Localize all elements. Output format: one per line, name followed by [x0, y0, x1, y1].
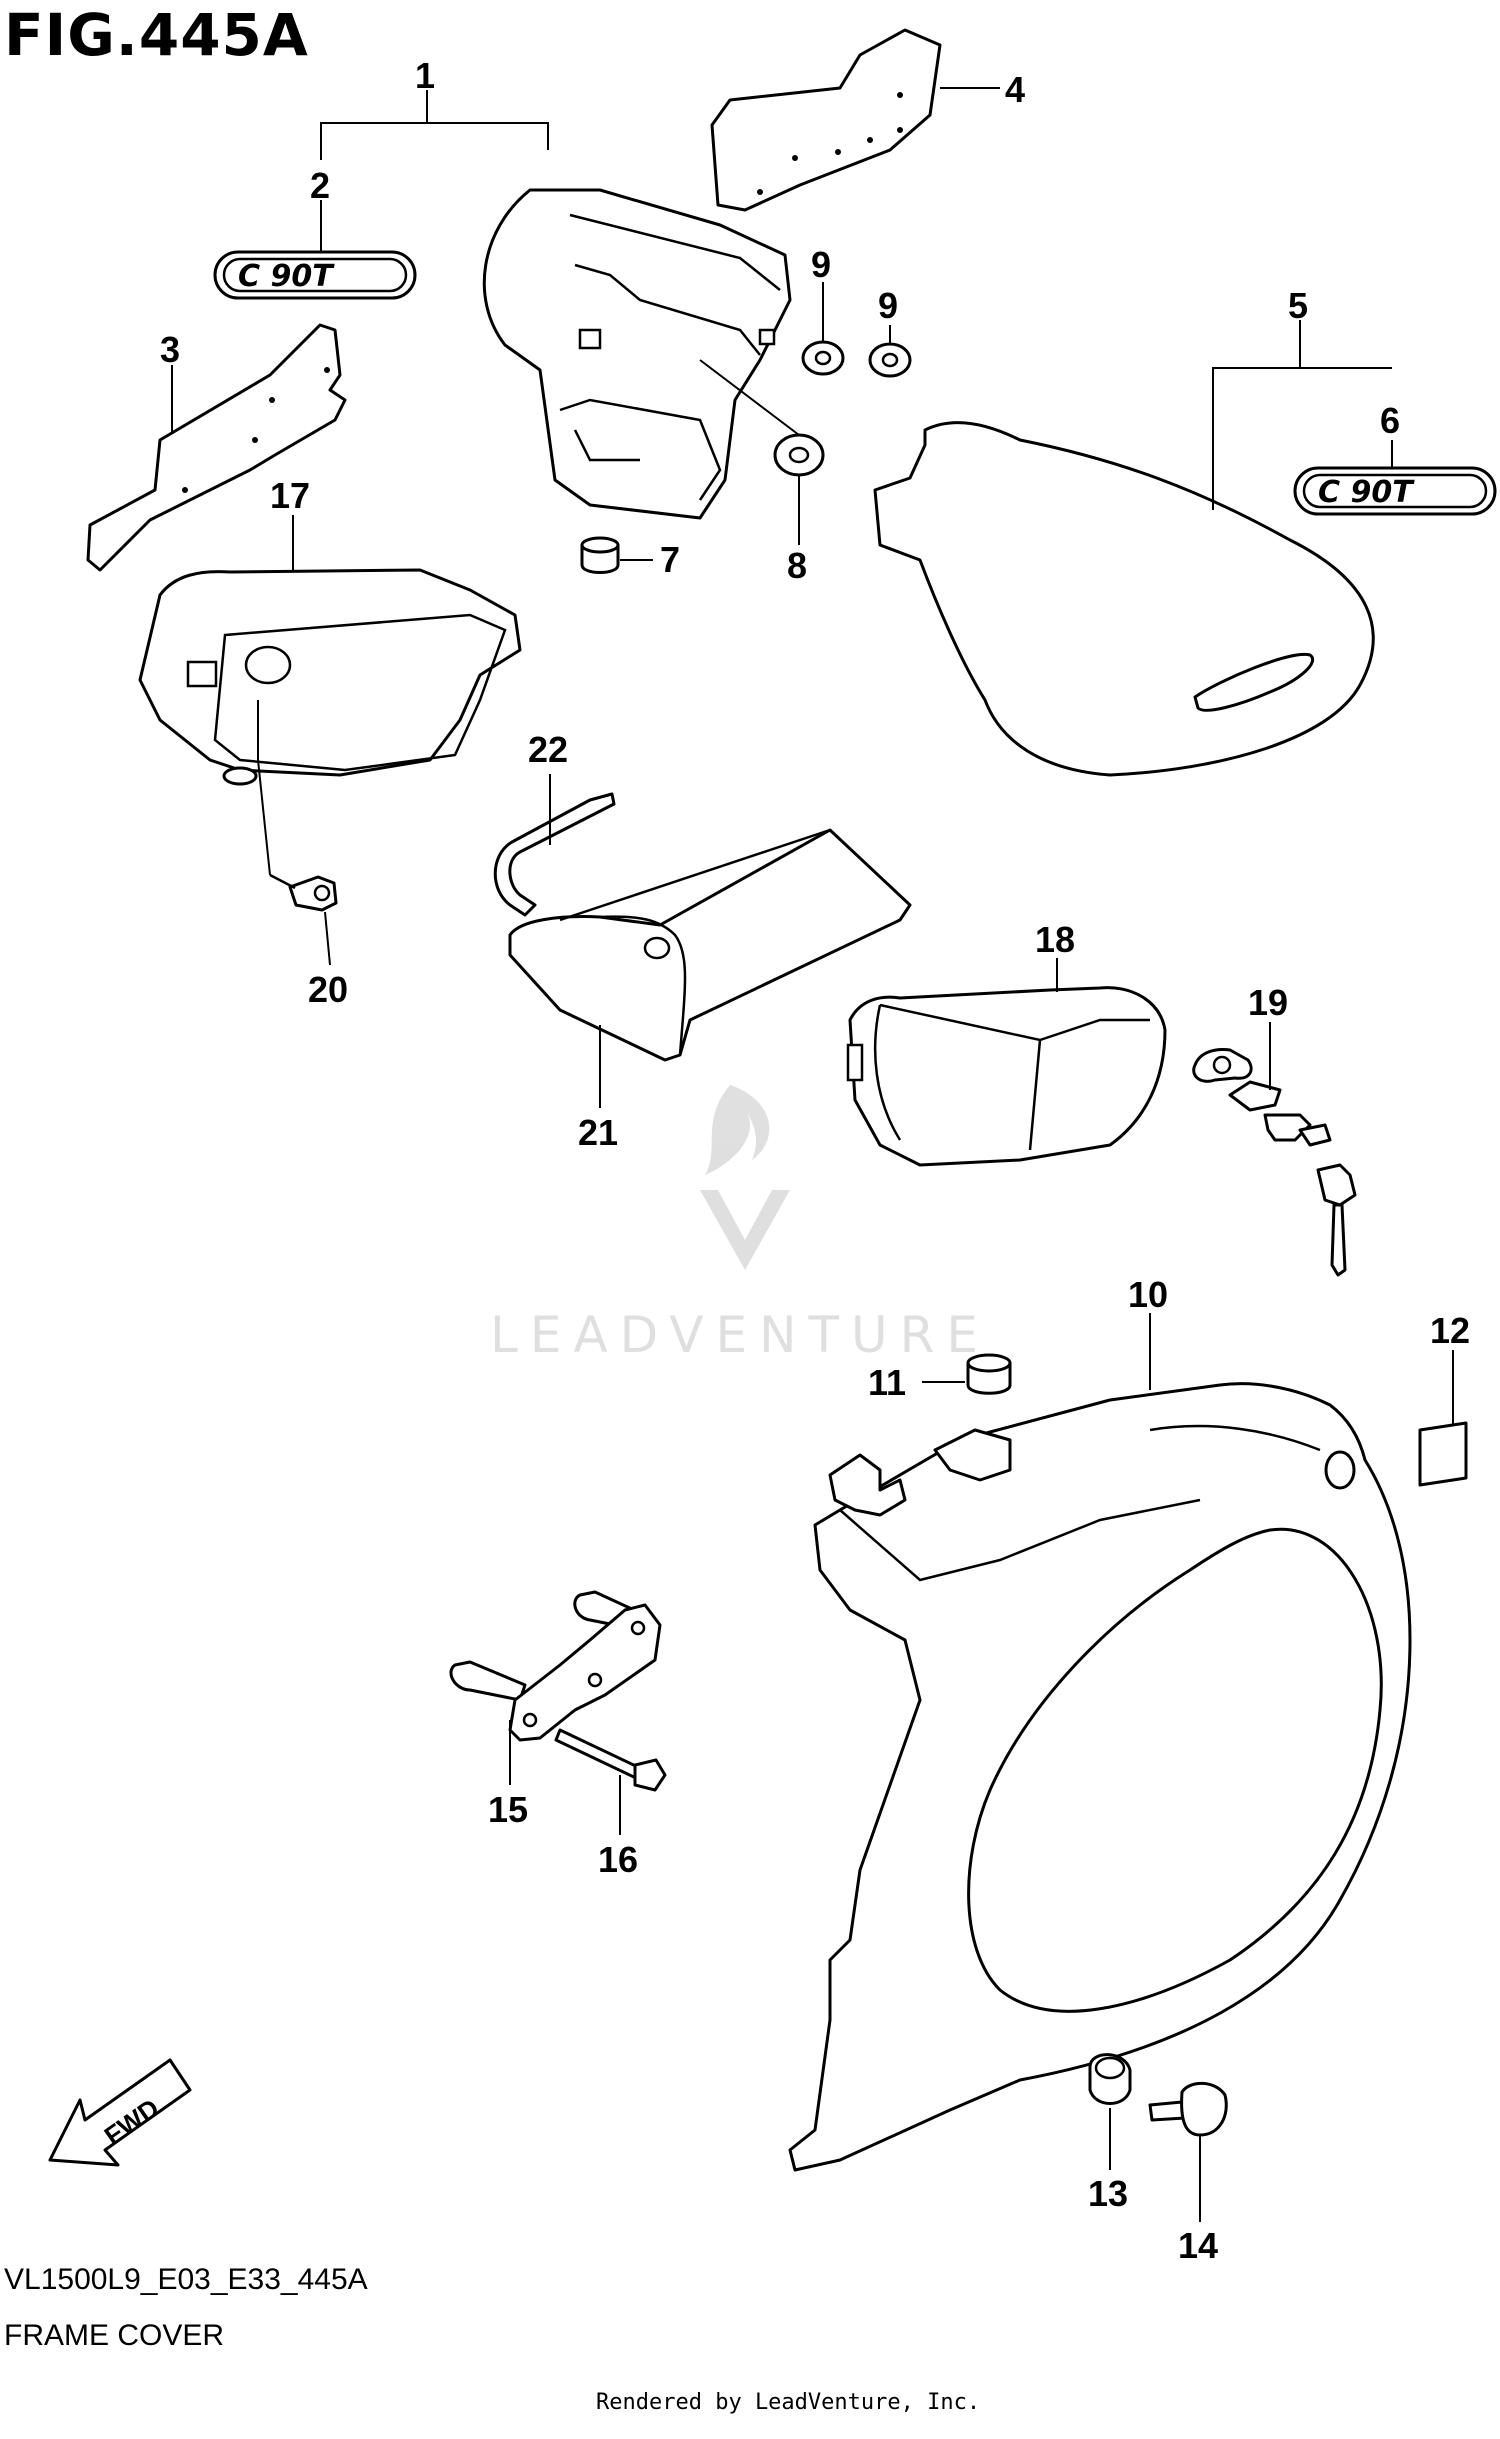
part-21-pouch	[508, 828, 912, 1062]
part-22-hex-key	[493, 792, 616, 917]
part-16-bolt	[554, 1728, 667, 1792]
part-9-grommet-a	[801, 340, 845, 376]
part-18-tool-box	[846, 986, 1167, 1167]
callout-20: 20	[308, 969, 348, 1010]
leader-lines	[171, 87, 1454, 2222]
fwd-direction-arrow: FWD	[48, 2058, 192, 2167]
part-2-badge: C 90T	[213, 250, 417, 300]
callout-19: 19	[1248, 982, 1288, 1023]
part-10-large-cover	[788, 1382, 1412, 2172]
callout-6: 6	[1380, 400, 1400, 441]
callout-11: 11	[868, 1362, 906, 1403]
callout-18: 18	[1035, 919, 1075, 960]
callout-5: 5	[1288, 285, 1308, 326]
callout-1: 1	[415, 55, 435, 96]
part-20-screw	[269, 873, 338, 912]
part-7-cushion	[580, 536, 620, 574]
callout-21: 21	[578, 1112, 618, 1153]
part-9-grommet-b	[868, 342, 912, 378]
model-code: VL1500L9_E03_E33_445A	[4, 2263, 368, 2296]
watermark-text: LEADVENTURE	[490, 1306, 990, 1364]
figure-caption: FRAME COVER	[4, 2319, 225, 2352]
part-13-grommet	[1088, 2053, 1132, 2105]
callout-13: 13	[1088, 2173, 1128, 2214]
part-14-screw	[1148, 2081, 1228, 2137]
callout-4: 4	[1005, 69, 1025, 110]
callout-16: 16	[598, 1839, 638, 1880]
part-19-lock-set	[1192, 1048, 1357, 1277]
callout-numbers: 1 2 3 4 5 6 7 8 9 9 10 11 12 13 14 15 16…	[160, 55, 1470, 2266]
callout-7: 7	[660, 539, 680, 580]
part-6-badge: C 90T	[1293, 466, 1497, 516]
part-8-grommet	[773, 433, 825, 477]
leadventure-watermark: LEADVENTURE	[490, 1085, 990, 1364]
callout-9b: 9	[878, 285, 898, 326]
badge-left-text: C 90T	[238, 259, 335, 294]
callout-3: 3	[160, 329, 180, 370]
callout-14: 14	[1178, 2225, 1218, 2266]
part-15-bracket	[449, 1590, 662, 1742]
rendered-by-credit: Rendered by LeadVenture, Inc.	[596, 2390, 981, 2415]
part-17-box	[138, 568, 522, 786]
callout-9a: 9	[811, 244, 831, 285]
callout-12: 12	[1430, 1310, 1470, 1351]
callout-17: 17	[270, 475, 310, 516]
part-12-label	[1418, 1421, 1468, 1487]
callout-15: 15	[488, 1789, 528, 1830]
part-5-frame-cover	[873, 421, 1375, 777]
badge-right-text: C 90T	[1318, 475, 1415, 510]
callout-22: 22	[528, 729, 568, 770]
figure-title: FIG.445A	[4, 1, 309, 69]
part-4-panel	[710, 28, 942, 212]
part-3-heat-shield	[86, 323, 347, 572]
part-11-cushion	[966, 1353, 1012, 1395]
part-1-frame-cover	[482, 188, 792, 520]
callout-2: 2	[310, 165, 330, 206]
callout-10: 10	[1128, 1274, 1168, 1315]
callout-8: 8	[787, 545, 807, 586]
